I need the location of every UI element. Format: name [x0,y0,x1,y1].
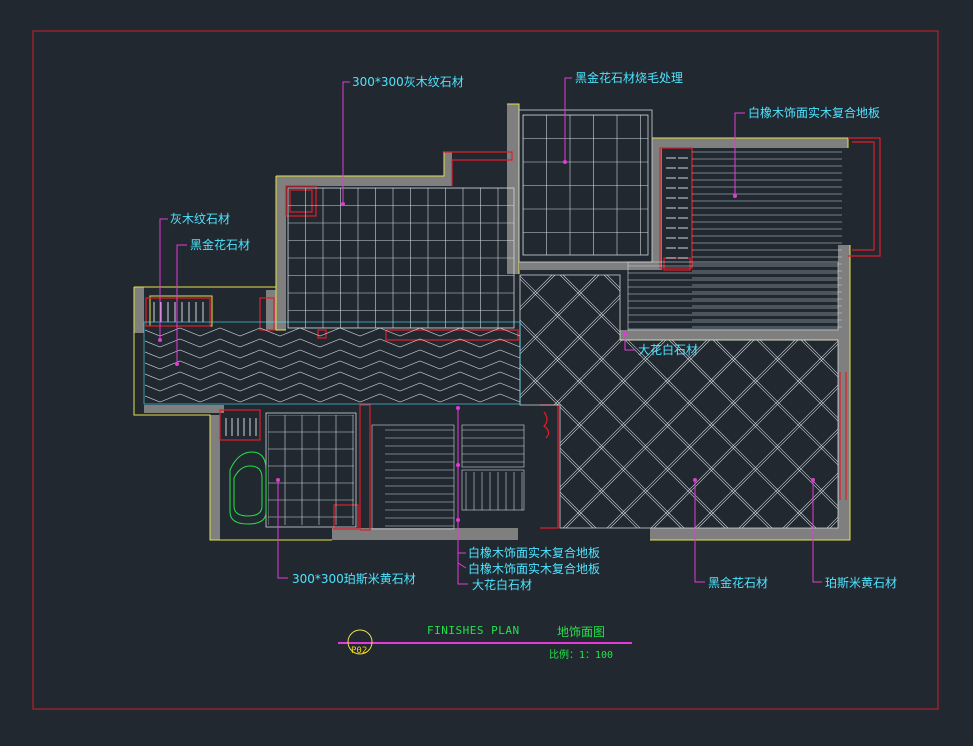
leader-dots [158,160,815,522]
label-black-gold-flamed: 黑金花石材烧毛处理 [575,71,684,85]
sheet-symbol [347,629,373,655]
hatch-line [145,393,520,403]
label-white-oak-1: 白橡木饰面实木复合地板 [468,546,601,560]
title-english: FINISHES PLAN [427,624,520,637]
hatch-line [520,275,600,528]
hatch-line [959,275,973,575]
hatch-line [871,275,973,575]
leader-lines [159,77,822,585]
tile-grid-beige [268,415,354,525]
hatch-line [145,371,520,381]
hatch-line [650,275,838,528]
hatch-line [520,275,641,528]
hatch-line [871,275,973,575]
drawing-frame [32,30,939,710]
hatch-line [145,382,520,392]
hatch-line [915,275,973,575]
hatch-line [603,275,838,528]
hatch-line [520,275,644,528]
hatch-line [868,275,973,575]
label-beige-bottom: 珀斯米黄石材 [825,576,898,590]
label-grey-wood-stone: 灰木纹石材 [170,212,231,226]
label-white-oak-2: 白橡木饰面实木复合地板 [468,562,601,576]
hatch-line [691,275,838,528]
hatch-line [735,275,838,528]
hatch-line [145,360,520,370]
hatch-line [145,327,520,337]
label-dahua-white-right: 大花白石材 [638,343,699,357]
label-grey-wood-300: 300*300灰木纹石材 [352,75,464,89]
hatch-line [956,275,973,575]
walls [134,104,850,540]
tile-grid-black-gold [523,115,648,255]
car-outline [229,451,267,525]
hatch-line [647,275,838,528]
wood-floor-planks [692,151,842,328]
hatch-line [520,275,597,528]
hatch-line [912,275,973,575]
red-details [145,137,881,531]
tile-grid-grey-wood [288,188,514,328]
label-black-gold-left: 黑金花石材 [190,238,251,252]
hatch-line [694,275,838,528]
hatch-line [868,275,973,575]
central-wood-blocks [371,424,525,530]
hatch-line [520,275,644,528]
hatch-line [782,275,838,528]
hatch-line [606,275,838,528]
label-beige-300: 300*300珀斯米黄石材 [292,572,416,586]
label-black-gold-bottom: 黑金花石材 [708,576,769,590]
hatch-line [959,275,973,575]
sheet-code: P02 [351,646,368,656]
hatch-line [779,275,838,528]
zigzag-stone-pattern [145,327,520,403]
scale-text: 比例：1：100 [549,650,614,661]
wardrobe-marks [153,157,688,436]
title-chinese: 地饰面图 [557,625,606,639]
label-dahua-white-bottom: 大花白石材 [472,578,533,592]
hatch-line [912,275,973,575]
hatch-line [915,275,973,575]
hatch-line [738,275,838,528]
hatch-line [145,349,520,359]
hatch-line [145,338,520,348]
hatch-line [956,275,973,575]
label-white-oak-top: 白橡木饰面实木复合地板 [748,106,881,120]
hatch-line [520,275,641,528]
